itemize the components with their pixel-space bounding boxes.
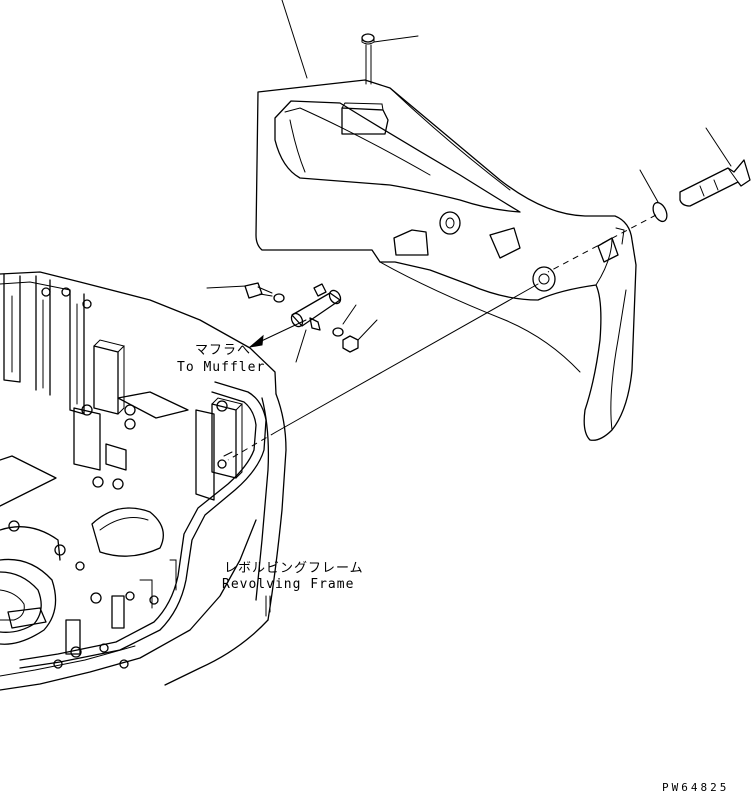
adapter-nut [342,319,378,353]
counterweight [255,79,637,441]
revolving-frame [0,271,287,691]
top-bolt [361,33,419,85]
adapter-washer-1 [273,293,285,303]
drawing-code: PW64825 [662,781,730,794]
leader-counterweight [281,0,308,79]
frame-bolt-holes [8,287,228,669]
washer [639,169,668,223]
muffler-label-jp: マフラへ [195,343,252,358]
assembly-line-washer [547,214,657,273]
mounting-bolt [679,127,751,207]
adapter-washer-2 [332,327,344,337]
adapter-bolt [206,282,273,299]
frame-label-jp: レボルビングフレーム [224,561,364,576]
assembly-line-frame [275,283,539,433]
adapter-body [290,283,342,363]
frame-label-en: Revolving Frame [222,577,355,592]
muffler-label-en: To Muffler [177,360,266,375]
to-muffler-arrow [248,319,307,348]
